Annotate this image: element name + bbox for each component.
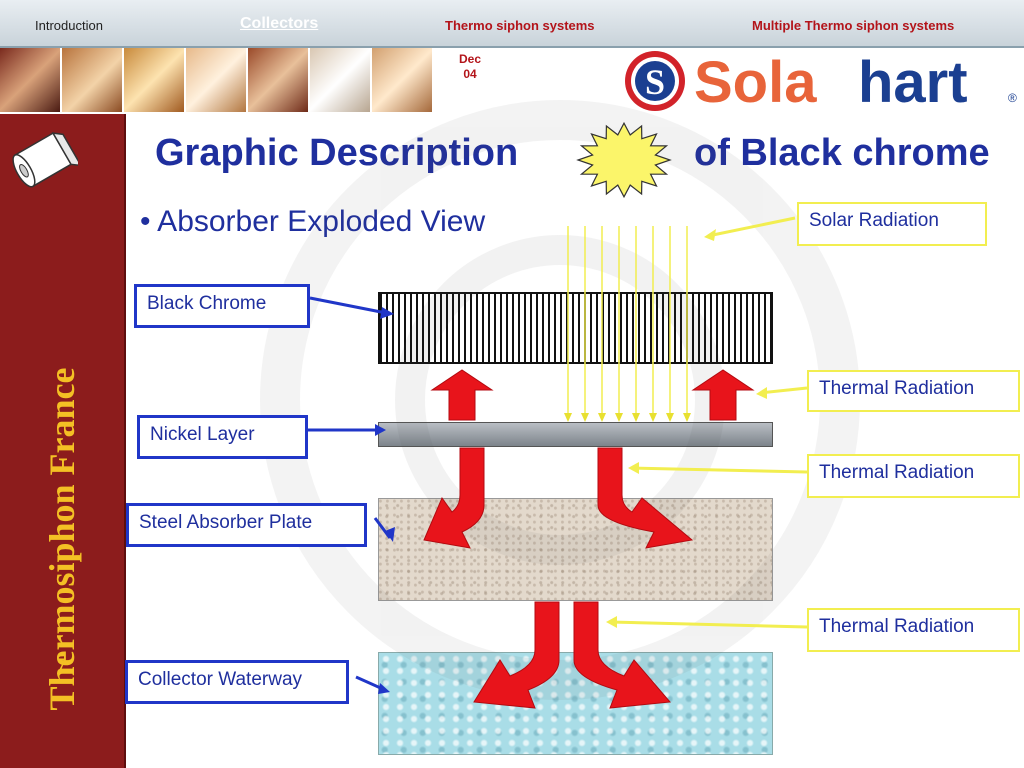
heat-flow-arrow-up-left — [430, 369, 494, 421]
svg-text:S: S — [645, 62, 665, 102]
date-year: 04 — [463, 67, 477, 81]
photo-strip — [0, 48, 432, 112]
connector-thermal-radiation-1 — [759, 386, 808, 395]
photo-1 — [0, 48, 62, 112]
solar-ray-arrowhead-3 — [598, 413, 606, 422]
connector-thermal-radiation-3 — [609, 620, 808, 629]
nav-link-collectors[interactable]: Collectors — [240, 15, 319, 32]
date-stamp: Dec 04 — [450, 52, 490, 82]
logo-text-hart: hart — [858, 50, 968, 112]
solar-ray-arrowhead-7 — [666, 413, 674, 422]
logo-text-sola: Sola — [694, 50, 817, 112]
top-nav-bar: Introduction Collectors Thermo siphon sy… — [0, 0, 1024, 48]
photo-7 — [372, 48, 432, 112]
label-thermal-radiation-2: Thermal Radiation — [807, 454, 1020, 498]
photo-3 — [124, 48, 186, 112]
solar-ray-arrowhead-6 — [649, 413, 657, 422]
solar-ray-arrowhead-5 — [632, 413, 640, 422]
label-black-chrome: Black Chrome — [134, 284, 310, 328]
connector-solar-radiation — [707, 216, 796, 238]
page-number: 7 — [58, 656, 66, 673]
label-thermal-radiation-1: Thermal Radiation — [807, 370, 1020, 412]
solar-ray-arrowhead-8 — [683, 413, 691, 422]
label-thermal-radiation-3: Thermal Radiation — [807, 608, 1020, 652]
heat-flow-arrow-up-right — [691, 369, 755, 421]
towel-roll-icon — [12, 132, 78, 188]
solar-ray-arrowhead-2 — [581, 413, 589, 422]
nickel-layer-bar — [378, 422, 773, 447]
connector-black-chrome — [309, 296, 387, 315]
nav-link-introduction[interactable]: Introduction — [35, 18, 103, 33]
solahart-logo: S Sola hart ® — [625, 50, 1017, 112]
connector-thermal-radiation-2 — [631, 466, 808, 474]
nav-link-thermo-siphon[interactable]: Thermo siphon systems — [445, 18, 595, 33]
slide-title-right: of Black chrome — [694, 132, 990, 174]
photo-2 — [62, 48, 124, 112]
black-chrome-layer — [378, 292, 773, 364]
sun-icon — [576, 121, 672, 199]
logo-registered-mark: ® — [1008, 91, 1017, 105]
label-steel-absorber-plate: Steel Absorber Plate — [126, 503, 367, 547]
solar-ray-arrowhead-1 — [564, 413, 572, 422]
slide-title-left: Graphic Description — [155, 132, 519, 174]
photo-6 — [310, 48, 372, 112]
collector-waterway — [378, 652, 773, 755]
date-month: Dec — [458, 52, 481, 66]
sidebar: Thermosiphon France 7 — [0, 114, 126, 768]
photo-4 — [186, 48, 248, 112]
label-solar-radiation: Solar Radiation — [797, 202, 987, 246]
nav-link-multiple-thermo-siphon[interactable]: Multiple Thermo siphon systems — [752, 18, 955, 33]
label-collector-waterway: Collector Waterway — [125, 660, 349, 704]
steel-absorber-plate — [378, 498, 773, 601]
solar-ray-arrowhead-4 — [615, 413, 623, 422]
label-nickel-layer: Nickel Layer — [137, 415, 308, 459]
bullet-absorber-exploded-view: • Absorber Exploded View — [140, 205, 486, 238]
photo-5 — [248, 48, 310, 112]
